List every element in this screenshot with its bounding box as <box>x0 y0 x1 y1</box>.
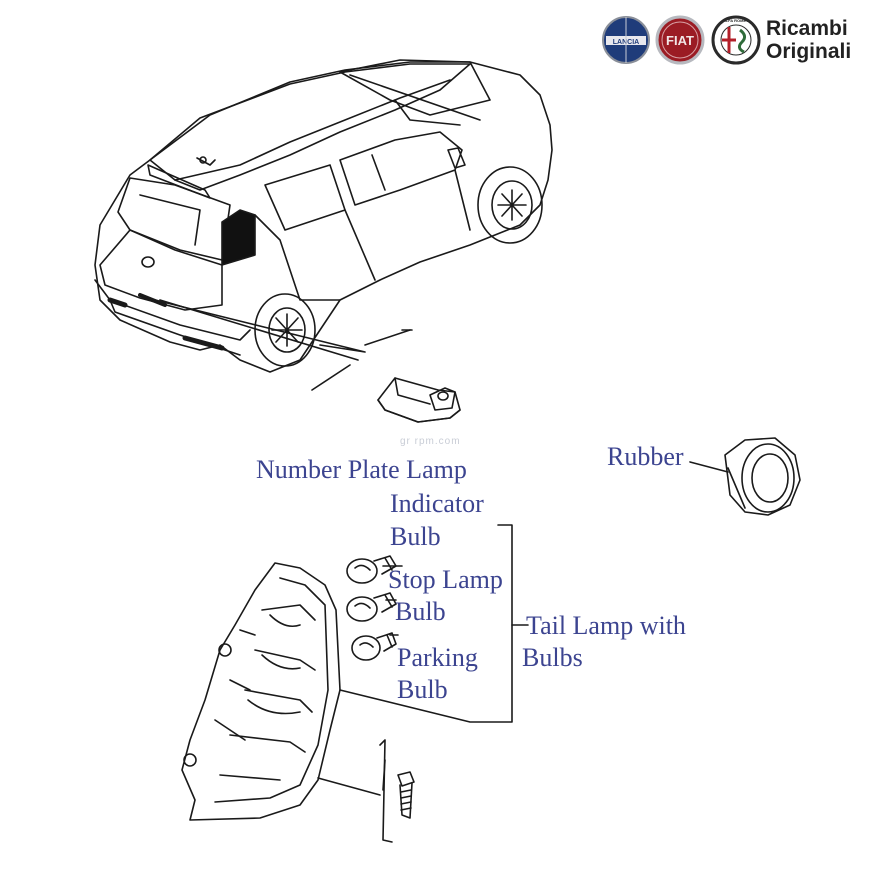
number-plate-lamp-illustration <box>377 377 461 423</box>
brand-line-1: Ricambi <box>766 17 848 40</box>
fiat-logo: FIAT <box>655 15 705 65</box>
alfa-romeo-logo: ALFA ROMEO <box>711 15 761 65</box>
svg-text:ALFA ROMEO: ALFA ROMEO <box>723 18 750 23</box>
label-tail-lamp-line1: Tail Lamp with <box>526 611 686 640</box>
label-stop-lamp-bulb-line2: Bulb <box>395 597 446 626</box>
car-illustration <box>94 59 553 373</box>
leader-lines <box>154 299 729 843</box>
stop-lamp-bulb-illustration <box>346 592 397 622</box>
label-stop-lamp-bulb-line1: Stop Lamp <box>388 565 503 594</box>
label-parking-bulb-line2: Bulb <box>397 675 448 704</box>
watermark: gr rpm.com <box>400 436 461 447</box>
parking-bulb-illustration <box>351 632 397 661</box>
label-indicator-bulb-line2: Bulb <box>390 522 441 551</box>
brand-logos: LANCIA FIAT ALFA ROMEO <box>602 15 761 65</box>
label-indicator-bulb-line1: Indicator <box>390 489 484 518</box>
brand-line-2: Originali <box>766 40 852 63</box>
indicator-bulb-illustration <box>346 555 397 584</box>
label-number-plate-lamp: Number Plate Lamp <box>256 455 467 484</box>
svg-text:FIAT: FIAT <box>666 33 694 48</box>
label-rubber: Rubber <box>607 442 684 471</box>
bolt-illustration <box>397 771 415 819</box>
rubber-grommet-illustration <box>724 437 801 516</box>
lancia-logo: LANCIA <box>602 16 650 64</box>
tail-lamp-illustration <box>181 562 341 821</box>
label-parking-bulb-line1: Parking <box>397 643 478 672</box>
label-tail-lamp-line2: Bulbs <box>522 643 583 672</box>
